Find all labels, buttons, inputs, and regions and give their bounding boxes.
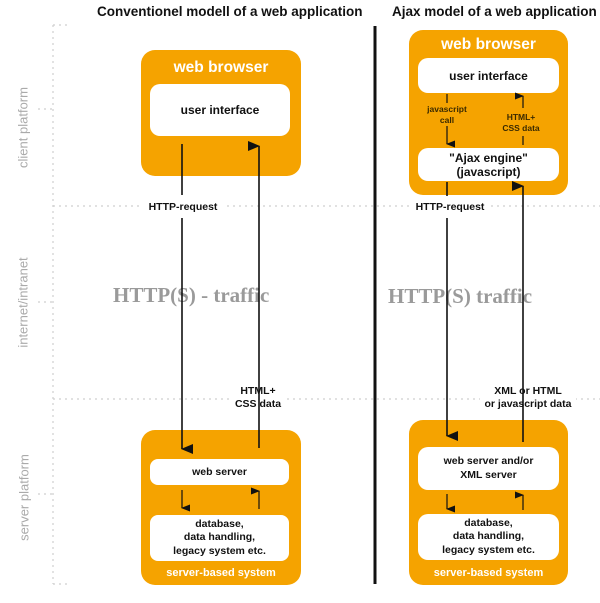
conventional-response-label: HTML+ CSS data (230, 385, 286, 411)
ajax-title: Ajax model of a web application (392, 4, 597, 19)
conventional-user-interface: user interface (150, 84, 290, 136)
ajax-js-call-label: javascript call (427, 104, 467, 125)
ajax-html-css-label: HTML+ CSS data (502, 112, 540, 133)
conventional-browser-title: web browser (173, 59, 269, 76)
ajax-user-interface: user interface (418, 58, 559, 93)
conventional-server-box: server-based system (141, 430, 301, 585)
ajax-traffic-label: HTTP(S) traffic (388, 284, 533, 308)
conventional-title: Conventionel modell of a web application (97, 4, 363, 19)
conventional-http-request-label: HTTP-request (143, 201, 223, 214)
ajax-engine: "Ajax engine" (javascript) (418, 148, 559, 181)
ajax-server-box: server-based system (409, 420, 568, 585)
zone-label-client: client platform (15, 87, 31, 168)
conventional-web-server: web server (150, 459, 289, 485)
zone-label-internet: internet/intranet (15, 257, 31, 348)
conventional-server-system-label: server-based system (166, 567, 276, 579)
ajax-http-request-label: HTTP-request (410, 201, 490, 214)
ajax-response-label: XML or HTML or javascript data (480, 385, 576, 411)
ajax-server-system-label: server-based system (433, 567, 544, 579)
zone-label-server: server platform (16, 454, 32, 541)
conventional-database: database, data handling, legacy system e… (150, 515, 289, 561)
ajax-database: database, data handling, legacy system e… (418, 514, 559, 560)
ajax-web-server: web server and/or XML server (418, 447, 559, 490)
ajax-browser-title: web browser (441, 36, 536, 53)
conventional-traffic-label: HTTP(S) - traffic (113, 283, 270, 307)
